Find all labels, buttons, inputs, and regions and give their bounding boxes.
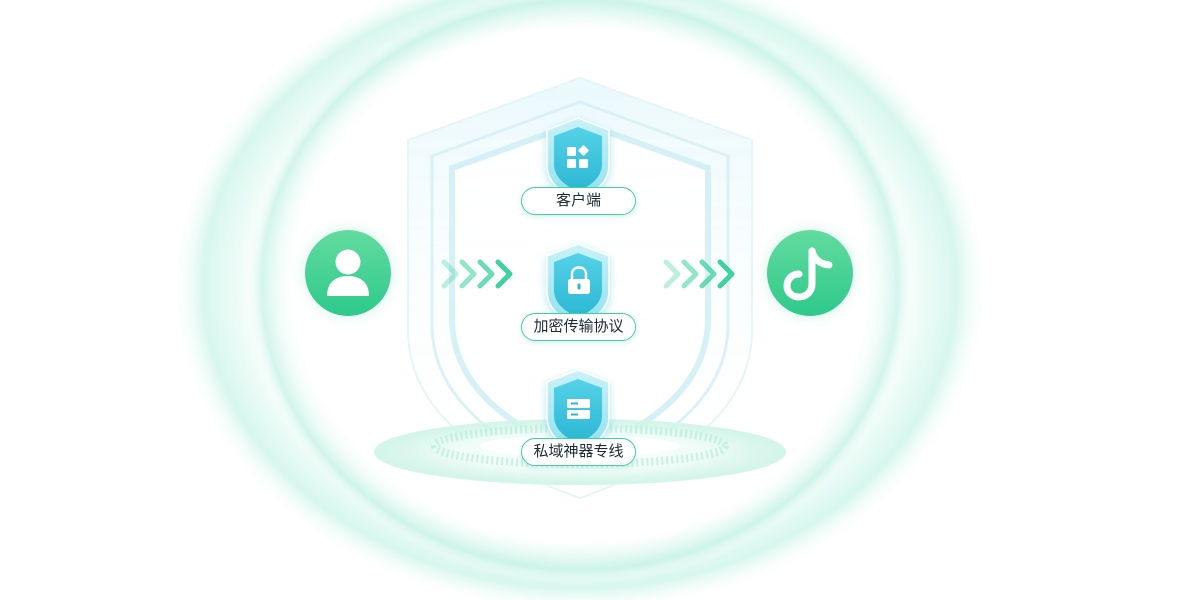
chevron-right-icon xyxy=(681,259,699,289)
lock-icon xyxy=(568,266,590,294)
chevron-right-icon xyxy=(459,259,477,289)
chevron-right-icon xyxy=(663,259,681,289)
server-icon xyxy=(567,399,590,419)
encryption-protocol-label: 加密传输协议 xyxy=(521,313,636,341)
chevron-right-icon xyxy=(495,259,513,289)
user-icon xyxy=(327,249,369,296)
dedicated-line-label: 私域神器专线 xyxy=(521,438,636,466)
chevron-right-icon xyxy=(699,259,717,289)
chevron-right-icon xyxy=(477,259,495,289)
user-node xyxy=(302,227,394,319)
left-chevron-arrows xyxy=(441,259,513,289)
chevron-right-icon xyxy=(441,259,459,289)
app-node xyxy=(764,227,856,319)
client-shield xyxy=(546,117,610,201)
chevron-right-icon xyxy=(717,259,735,289)
apps-grid-icon xyxy=(567,145,589,168)
tiktok-icon xyxy=(783,247,833,301)
right-chevron-arrows xyxy=(663,259,735,289)
client-label: 客户端 xyxy=(521,187,636,215)
